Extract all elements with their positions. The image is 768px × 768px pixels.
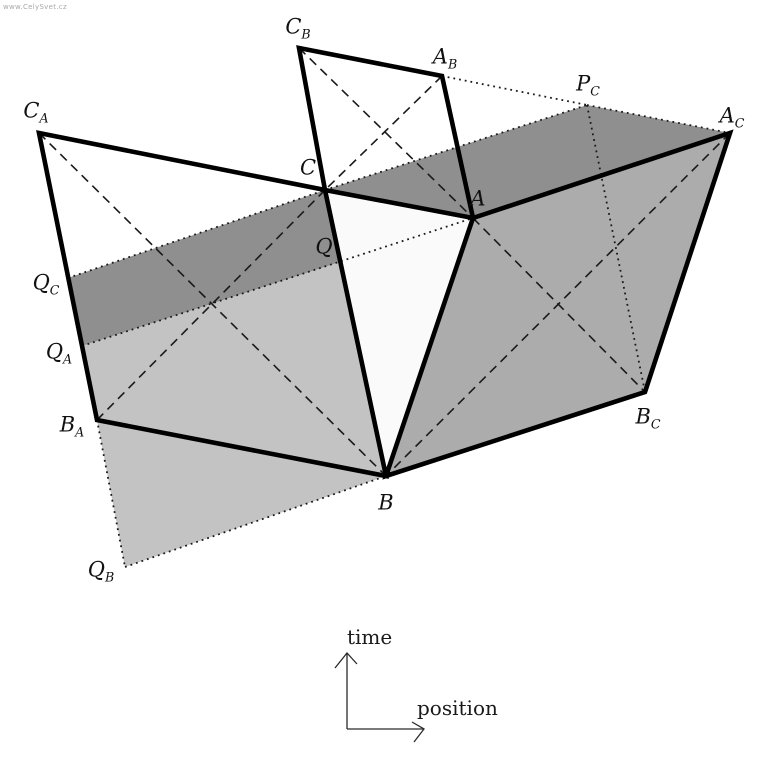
dashed-diagonals [38, 47, 731, 477]
time-axis-label: time [347, 625, 393, 649]
label-QC: QC [32, 270, 60, 298]
worldsheet-faces [36, 45, 734, 480]
label-CB: CB [285, 14, 311, 42]
region-left-face-lower [82, 262, 386, 476]
dotted-lines [67, 75, 731, 568]
label-A: A [470, 186, 486, 211]
region-center-triangle [325, 190, 473, 476]
label-AC: AC [719, 103, 745, 131]
filled-regions [68, 105, 730, 567]
time-arrowhead [334, 651, 358, 669]
label-B: B [378, 490, 394, 515]
dotted-PC-AC [586, 104, 731, 134]
region-simultaneity-band-top [325, 105, 730, 218]
label-AB: AB [432, 44, 458, 72]
watermark-text: www.CelySvet.cz [3, 3, 67, 11]
region-simultaneity-band-left [68, 190, 340, 346]
dashed-CA-B [38, 132, 387, 477]
axes-indicator [334, 651, 425, 743]
dashed-C-BA [96, 189, 326, 421]
position-axis-label: position [417, 696, 498, 720]
dotted-QC-C [67, 189, 326, 279]
label-C: C [299, 155, 317, 180]
dotted-PC-BC [586, 104, 646, 393]
label-QB: QB [87, 557, 115, 585]
label-QA: QA [45, 339, 73, 367]
dotted-QA-A [81, 217, 474, 347]
label-PC: PC [576, 71, 600, 99]
label-CA: CA [23, 98, 49, 126]
label-BC: BC [635, 404, 661, 432]
dashed-CB-A [298, 47, 474, 219]
dotted-BA-QB [96, 419, 126, 568]
face-right-A-AC-BC-B [382, 129, 734, 480]
region-below-left-face [97, 420, 386, 567]
position-arrowhead [411, 721, 425, 743]
dotted-AB-PC [441, 75, 588, 106]
label-BA: BA [59, 412, 85, 440]
dashed-A-BC [472, 217, 646, 393]
label-Q: Q [315, 234, 333, 259]
dashed-AB-C [324, 75, 443, 191]
dashed-AC-B [385, 132, 731, 477]
